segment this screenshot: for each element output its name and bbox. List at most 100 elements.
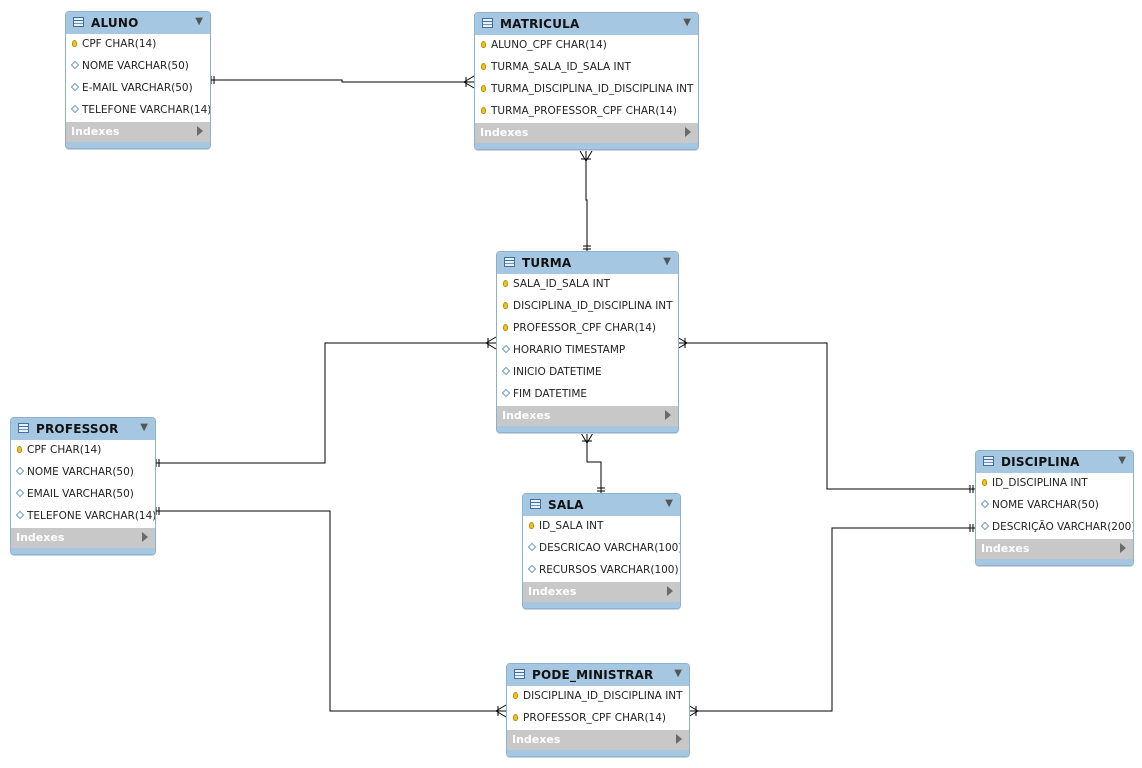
expand-arrow-icon[interactable]: [667, 586, 673, 596]
expand-arrow-icon[interactable]: [685, 127, 691, 137]
column-diamond-icon: [15, 466, 25, 476]
column-diamond-icon: [501, 366, 511, 376]
indexes-section[interactable]: Indexes: [523, 582, 680, 602]
column-name: FIM DATETIME: [513, 388, 588, 400]
column-name: NOME VARCHAR(50): [82, 60, 189, 72]
column-row: INICIO DATETIME: [497, 362, 678, 384]
column-name: TELEFONE VARCHAR(14): [27, 510, 156, 522]
many-cardinality-mark: [579, 150, 593, 162]
indexes-section[interactable]: Indexes: [11, 528, 155, 548]
table-disciplina[interactable]: DISCIPLINA▼ ID_DISCIPLINA INT NOME VARCHAR…: [975, 450, 1134, 566]
table-header[interactable]: MATRICULA ▼: [475, 13, 698, 35]
column-row: DISCIPLINA_ID_DISCIPLINA INT: [497, 296, 678, 318]
primary-key-icon: [513, 714, 518, 721]
column-row: NOME VARCHAR(50): [976, 495, 1133, 517]
column-row: CPF CHAR(14): [66, 34, 210, 56]
primary-key-icon: [529, 522, 534, 529]
collapse-dropdown-icon[interactable]: ▼: [674, 668, 682, 679]
table-title: ALUNO: [91, 16, 139, 30]
collapse-dropdown-icon[interactable]: ▼: [195, 16, 203, 27]
column-row: TELEFONE VARCHAR(14): [11, 506, 155, 528]
indexes-section[interactable]: Indexes: [66, 122, 210, 142]
table-header[interactable]: TURMA ▼: [497, 252, 678, 274]
indexes-section[interactable]: Indexes: [976, 539, 1133, 559]
primary-key-icon: [503, 302, 508, 309]
column-row: CPF CHAR(14): [11, 440, 155, 462]
column-name: DISCIPLINA_ID_DISCIPLINA INT: [523, 690, 683, 702]
table-title: MATRICULA: [500, 17, 580, 31]
column-row: DESCRIÇÃO VARCHAR(200): [976, 517, 1133, 539]
expand-arrow-icon[interactable]: [1120, 543, 1126, 553]
indexes-label: Indexes: [480, 126, 529, 139]
column-row: DESCRICAO VARCHAR(100): [523, 538, 680, 560]
one-cardinality-mark: [597, 487, 605, 492]
column-name: TELEFONE VARCHAR(14): [82, 104, 211, 116]
table-aluno[interactable]: ALUNO▼CPF CHAR(14)NOME VARCHAR(50)E-MAIL…: [65, 11, 211, 149]
collapse-dropdown-icon[interactable]: ▼: [665, 498, 673, 509]
indexes-label: Indexes: [502, 409, 551, 422]
column-diamond-icon: [15, 488, 25, 498]
column-name: CPF CHAR(14): [27, 444, 102, 456]
table-header[interactable]: PROFESSOR▼: [11, 418, 155, 440]
expand-arrow-icon[interactable]: [676, 734, 682, 744]
table-icon: [983, 456, 994, 466]
table-header[interactable]: SALA ▼: [523, 494, 680, 516]
collapse-dropdown-icon[interactable]: ▼: [1118, 455, 1126, 466]
indexes-section[interactable]: Indexes: [475, 123, 698, 143]
column-diamond-icon: [70, 60, 80, 70]
table-footer: [11, 548, 155, 554]
link-professor-pode-ministrar: [154, 510, 506, 712]
column-diamond-icon: [980, 521, 990, 531]
table-title: TURMA: [522, 256, 572, 270]
table-title: PODE_MINISTRAR: [532, 668, 654, 682]
primary-key-icon: [17, 446, 22, 453]
column-name: ID_DISCIPLINA INT: [992, 477, 1088, 489]
many-cardinality-mark: [485, 336, 497, 350]
column-row: TURMA_SALA_ID_SALA INT: [475, 57, 698, 79]
expand-arrow-icon[interactable]: [665, 410, 671, 420]
table-professor[interactable]: PROFESSOR▼ CPF CHAR(14) NOME VARCHAR(50) EM…: [10, 417, 156, 555]
table-icon: [504, 257, 515, 267]
indexes-label: Indexes: [512, 733, 561, 746]
collapse-dropdown-icon[interactable]: ▼: [683, 17, 691, 28]
column-name: ALUNO_CPF CHAR(14): [491, 39, 607, 51]
column-name: NOME VARCHAR(50): [992, 499, 1099, 511]
column-row: NOME VARCHAR(50): [11, 462, 155, 484]
expand-arrow-icon[interactable]: [197, 126, 203, 136]
column-diamond-icon: [527, 542, 537, 552]
collapse-dropdown-icon[interactable]: ▼: [663, 256, 671, 267]
collapse-dropdown-icon[interactable]: ▼: [140, 422, 148, 433]
link-disciplina-turma: [677, 342, 975, 490]
indexes-section[interactable]: Indexes: [497, 406, 678, 426]
table-icon: [530, 499, 541, 509]
table-footer: [976, 559, 1133, 565]
table-icon: [514, 669, 525, 679]
column-row: FIM DATETIME: [497, 384, 678, 406]
table-pode-ministrar[interactable]: PODE_MINISTRAR ▼ DISCIPLINA_ID_DISCIPLINA …: [506, 663, 690, 757]
column-name: EMAIL VARCHAR(50): [27, 488, 134, 500]
table-header[interactable]: PODE_MINISTRAR ▼: [507, 664, 689, 686]
column-name: PROFESSOR_CPF CHAR(14): [513, 322, 657, 334]
primary-key-icon: [513, 692, 518, 699]
expand-arrow-icon[interactable]: [142, 532, 148, 542]
table-footer: [507, 750, 689, 756]
column-name: INICIO DATETIME: [513, 366, 602, 378]
column-row: HORARIO TIMESTAMP: [497, 340, 678, 362]
column-name: NOME VARCHAR(50): [27, 466, 134, 478]
table-header[interactable]: ALUNO ▼: [66, 12, 210, 34]
column-row: PROFESSOR_CPF CHAR(14): [497, 318, 678, 340]
link-disciplina-pode-ministrar: [688, 527, 975, 712]
indexes-section[interactable]: Indexes: [507, 730, 689, 750]
table-footer: [497, 426, 678, 432]
table-icon: [482, 18, 493, 28]
indexes-label: Indexes: [16, 531, 65, 544]
column-row: RECURSOS VARCHAR(100): [523, 560, 680, 582]
table-title: SALA: [548, 498, 584, 512]
table-icon: [18, 423, 29, 433]
table-header[interactable]: DISCIPLINA▼: [976, 451, 1133, 473]
table-matricula[interactable]: MATRICULA ▼ ALUNO_CPF CHAR(14) TURMA_SALA_I…: [474, 12, 699, 150]
